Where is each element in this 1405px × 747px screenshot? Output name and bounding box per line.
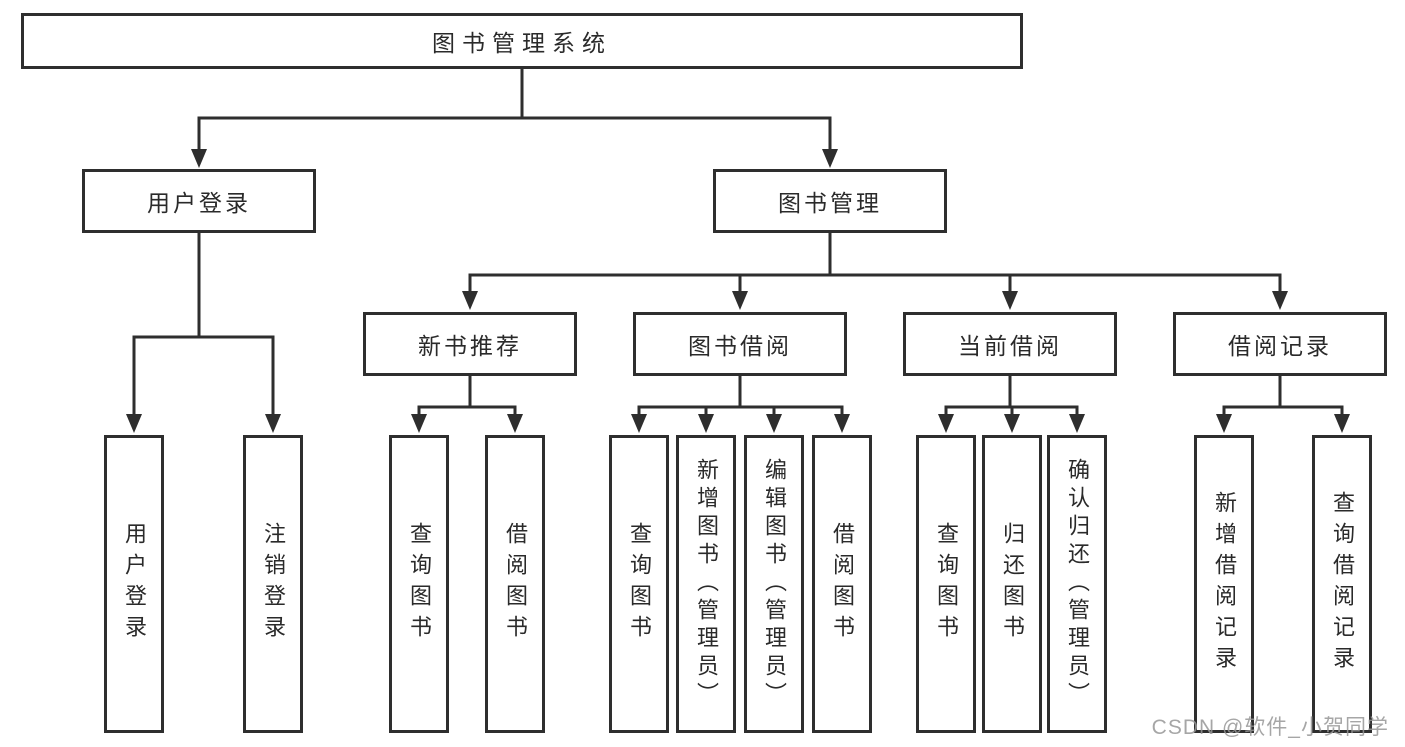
node-borrowing-records: 借阅记录 <box>1173 312 1387 376</box>
leaf-query-books-current: 查询图书 <box>916 435 976 733</box>
connector-book-borrow-split <box>631 373 850 433</box>
node-label: 查询图书 <box>934 522 959 646</box>
leaf-add-books-admin: 新增图书（管理员） <box>676 435 736 733</box>
node-label: 确认归还（管理员） <box>1065 458 1090 710</box>
leaf-query-borrow-record: 查询借阅记录 <box>1312 435 1372 733</box>
node-label: 编辑图书（管理员） <box>762 458 787 710</box>
node-label: 图书管理 <box>778 190 882 216</box>
leaf-logout: 注销登录 <box>243 435 303 733</box>
leaf-query-books-borrow: 查询图书 <box>609 435 669 733</box>
leaf-edit-books-admin: 编辑图书（管理员） <box>744 435 804 733</box>
leaf-borrow-books-recommend: 借阅图书 <box>485 435 545 733</box>
node-label: 图书借阅 <box>688 333 792 359</box>
leaf-confirm-return-admin: 确认归还（管理员） <box>1047 435 1107 733</box>
leaf-query-books-recommend: 查询图书 <box>389 435 449 733</box>
connector-user-login-split <box>126 231 281 433</box>
node-label: 图书管理系统 <box>432 30 612 56</box>
node-label: 查询借阅记录 <box>1330 491 1355 677</box>
node-label: 新增借阅记录 <box>1212 491 1237 677</box>
node-label: 借阅图书 <box>830 522 855 646</box>
node-label: 新增图书（管理员） <box>694 458 719 710</box>
node-label: 用户登录 <box>122 522 147 646</box>
node-book-borrowing: 图书借阅 <box>633 312 847 376</box>
connector-current-borrow-split <box>938 373 1085 433</box>
node-label: 归还图书 <box>1000 522 1025 646</box>
node-label: 借阅记录 <box>1228 333 1332 359</box>
leaf-borrow-books: 借阅图书 <box>812 435 872 733</box>
connector-new-book-split <box>411 373 523 433</box>
connector-root-split <box>191 67 838 168</box>
node-library-management-system: 图书管理系统 <box>21 13 1023 69</box>
node-current-borrowing: 当前借阅 <box>903 312 1117 376</box>
node-label: 借阅图书 <box>503 522 528 646</box>
leaf-user-login: 用户登录 <box>104 435 164 733</box>
node-label: 用户登录 <box>147 190 251 216</box>
connector-book-management-split <box>462 231 1288 310</box>
node-book-management: 图书管理 <box>713 169 947 233</box>
node-new-book-recommend: 新书推荐 <box>363 312 577 376</box>
node-label: 新书推荐 <box>418 333 522 359</box>
leaf-add-borrow-record: 新增借阅记录 <box>1194 435 1254 733</box>
node-label: 注销登录 <box>261 522 286 646</box>
leaf-return-books: 归还图书 <box>982 435 1042 733</box>
node-user-login: 用户登录 <box>82 169 316 233</box>
node-label: 查询图书 <box>407 522 432 646</box>
node-label: 当前借阅 <box>958 333 1062 359</box>
node-label: 查询图书 <box>627 522 652 646</box>
connector-borrow-record-split <box>1216 373 1350 433</box>
csdn-watermark: CSDN @软件_小贺同学 <box>1151 716 1389 739</box>
